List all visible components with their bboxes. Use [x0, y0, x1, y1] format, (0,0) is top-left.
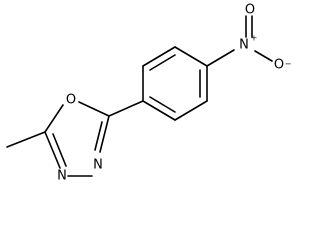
- ring-oxygen-label: O: [66, 93, 76, 108]
- bond-c5-o1: [44, 104, 64, 133]
- nitro-nitrogen-charge: +: [251, 34, 258, 43]
- bond-n4-c5: [44, 131, 61, 169]
- nitro-oxygen-lower-label: O: [274, 58, 284, 73]
- bond-n4-c5-inner: [52, 133, 67, 167]
- phenyl-bond-6: [142, 100, 176, 121]
- bond-nitro-oxygen-lower: [254, 50, 273, 62]
- methyl-bond: [6, 131, 46, 148]
- nitro-nitrogen-label: N: [239, 38, 249, 53]
- ring-nitrogen-upper-label: N: [93, 158, 103, 173]
- ring-nitrogen-lower-label: N: [57, 169, 67, 184]
- structure-diagram: O N N N + O O −: [6, 3, 292, 184]
- bond-c2-n3-inner: [94, 121, 103, 151]
- bond-o1-c2: [78, 101, 110, 117]
- nitro-oxygen-upper-label: O: [245, 3, 255, 18]
- nitro-oxygen-lower-charge: −: [285, 60, 292, 69]
- phenyl-bond-2-inner: [149, 54, 176, 71]
- phenyl-bond-5: [174, 100, 208, 121]
- bond-oxadiazole-phenyl: [108, 100, 144, 117]
- bond-c2-n3: [99, 115, 110, 153]
- bond-phenyl-nitro: [206, 49, 235, 67]
- phenyl-bond-6-inner: [149, 96, 176, 113]
- phenyl-bond-3: [174, 46, 208, 67]
- phenyl-bond-2: [142, 46, 176, 67]
